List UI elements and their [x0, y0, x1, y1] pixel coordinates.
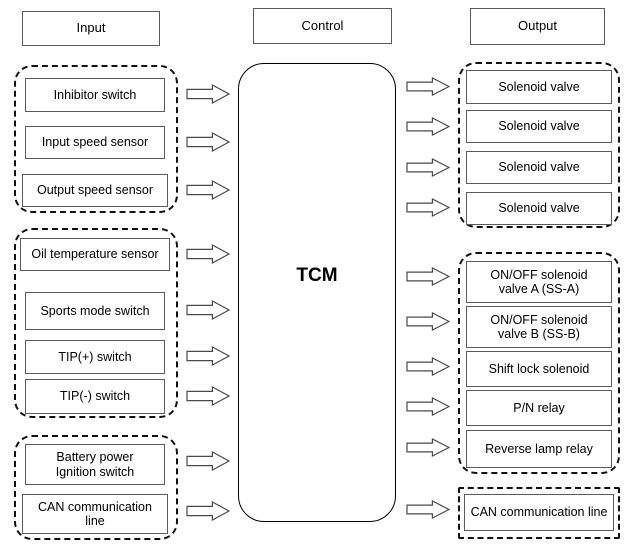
output-box-solenoid-valve: Solenoid valve: [466, 110, 612, 143]
input-box-output-speed-sensor: Output speed sensor: [22, 174, 168, 207]
input-box-tip-switch: TIP(-) switch: [25, 379, 165, 414]
output-flow-arrow-5: [406, 267, 450, 286]
column-header-output: Output: [470, 8, 605, 45]
output-box-on-off-solenoid-valve-b-ss-b: ON/OFF solenoid valve B (SS-B): [466, 306, 612, 348]
input-box-battery-power-ignition-switch: Battery power Ignition switch: [25, 444, 165, 485]
output-box-solenoid-valve: Solenoid valve: [466, 70, 612, 104]
output-flow-arrow-1: [406, 77, 450, 96]
output-flow-arrow-10: [406, 500, 450, 519]
output-box-p-n-relay: P/N relay: [466, 390, 612, 426]
output-group-2: [458, 252, 620, 474]
output-flow-arrow-6: [406, 312, 450, 331]
input-flow-arrow-6: [186, 346, 230, 366]
output-box-can-communication-line: CAN communication line: [464, 494, 614, 531]
output-flow-arrow-3: [406, 158, 450, 177]
input-group-3: [14, 435, 178, 540]
input-flow-arrow-7: [186, 386, 230, 406]
input-box-tip-switch: TIP(+) switch: [25, 340, 165, 374]
input-flow-arrow-5: [186, 300, 230, 320]
input-box-input-speed-sensor: Input speed sensor: [25, 126, 165, 159]
output-box-on-off-solenoid-valve-a-ss-a: ON/OFF solenoid valve A (SS-A): [466, 261, 612, 303]
input-box-can-communication-line: CAN communication line: [22, 494, 168, 534]
input-flow-arrow-3: [186, 180, 230, 200]
output-box-solenoid-valve: Solenoid valve: [466, 192, 612, 225]
output-flow-arrow-4: [406, 198, 450, 217]
output-flow-arrow-8: [406, 397, 450, 416]
output-box-solenoid-valve: Solenoid valve: [466, 151, 612, 184]
input-flow-arrow-8: [186, 451, 230, 471]
output-flow-arrow-2: [406, 117, 450, 136]
control-unit-label: TCM: [296, 265, 338, 286]
input-group-2: [14, 228, 178, 418]
output-box-reverse-lamp-relay: Reverse lamp relay: [466, 430, 612, 468]
input-flow-arrow-9: [186, 501, 230, 521]
output-flow-arrow-9: [406, 438, 450, 457]
input-flow-arrow-1: [186, 84, 230, 104]
input-flow-arrow-2: [186, 132, 230, 152]
input-box-inhibitor-switch: Inhibitor switch: [25, 78, 165, 112]
input-flow-arrow-4: [186, 244, 230, 264]
control-unit-tcm: [238, 63, 396, 522]
column-header-control: Control: [253, 8, 392, 44]
output-flow-arrow-7: [406, 357, 450, 376]
column-header-input: Input: [22, 11, 160, 46]
input-box-oil-temperature-sensor: Oil temperature sensor: [20, 238, 170, 271]
output-group-3: [458, 487, 620, 539]
output-group-1: [458, 62, 620, 228]
output-box-shift-lock-solenoid: Shift lock solenoid: [466, 351, 612, 387]
input-box-sports-mode-switch: Sports mode switch: [25, 292, 165, 330]
input-group-1: [14, 65, 178, 213]
